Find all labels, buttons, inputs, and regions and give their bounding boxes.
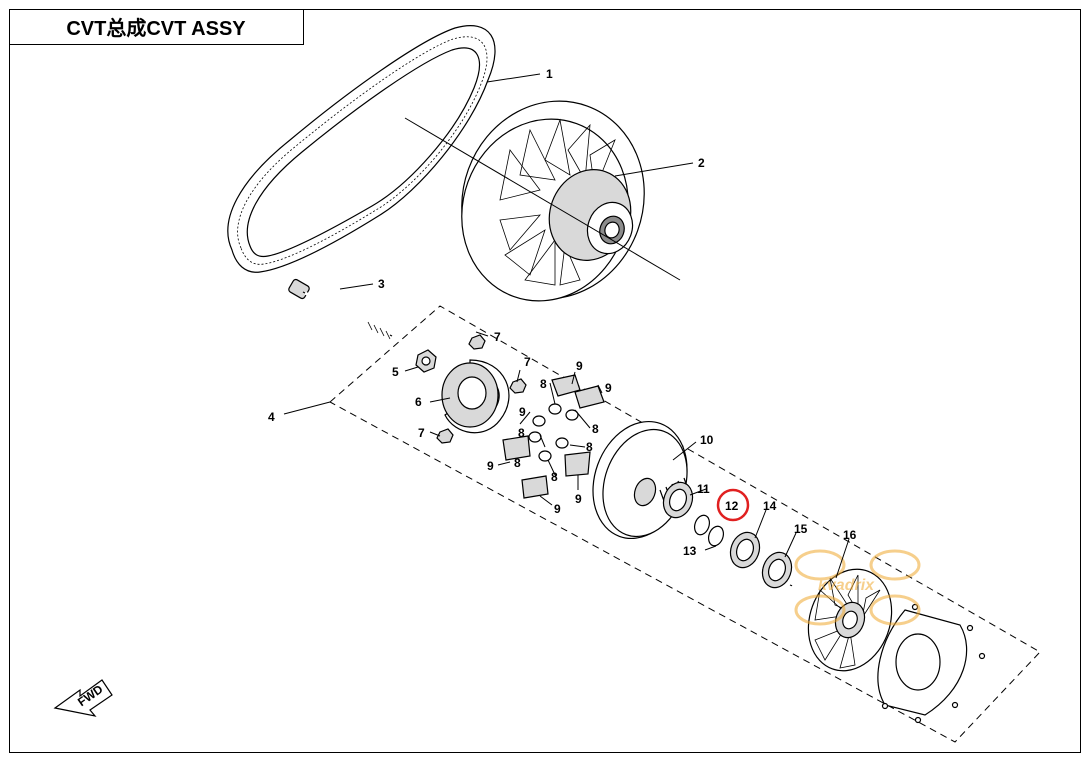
- callout-6[interactable]: 6: [415, 395, 422, 409]
- callout-8-e[interactable]: 8: [551, 470, 558, 484]
- center-bolt[interactable]: [288, 278, 393, 340]
- callout-9-b[interactable]: 9: [605, 381, 612, 395]
- spring[interactable]: [659, 477, 698, 522]
- highlight-circle: [716, 488, 750, 522]
- callout-16[interactable]: 16: [843, 528, 857, 542]
- drawing-title: CVT总成CVT ASSY: [66, 18, 246, 40]
- spider-plate[interactable]: [441, 359, 510, 434]
- callout-10[interactable]: 10: [700, 433, 714, 447]
- callout-5[interactable]: 5: [392, 365, 399, 379]
- callout-labels: 1 2 3 4 5 6 7 7 7 8 8 8 8 8 8 9 9 9 9 9 …: [268, 67, 857, 558]
- callout-9-a[interactable]: 9: [576, 359, 583, 373]
- callout-4[interactable]: 4: [268, 410, 275, 424]
- washer-12[interactable]: [692, 513, 712, 537]
- washer-13[interactable]: [706, 524, 726, 548]
- small-nut-mid[interactable]: [509, 378, 527, 394]
- small-nut-bottom[interactable]: [436, 428, 454, 444]
- nut[interactable]: [415, 349, 437, 373]
- callout-1[interactable]: 1: [546, 67, 553, 81]
- callout-8-d[interactable]: 8: [586, 440, 593, 454]
- drive-clutch-group-outline: [329, 305, 1041, 743]
- small-nut-top[interactable]: [468, 334, 486, 350]
- drawing-frame: [9, 9, 1081, 753]
- callout-11[interactable]: 11: [697, 482, 710, 496]
- callout-7-mid[interactable]: 7: [524, 355, 531, 369]
- callout-15[interactable]: 15: [794, 522, 808, 536]
- forward-arrow-icon: FWD: [53, 679, 113, 717]
- movable-sheave[interactable]: [577, 408, 703, 552]
- fixed-sheave[interactable]: [789, 557, 986, 724]
- callout-9-d[interactable]: 9: [519, 405, 526, 419]
- callout-14[interactable]: 14: [763, 499, 777, 513]
- watermark-logo: kvadrix: [794, 549, 921, 626]
- callout-7-bottom[interactable]: 7: [418, 426, 425, 440]
- bushing[interactable]: [726, 528, 765, 571]
- title-block: CVT总成CVT ASSY: [9, 9, 304, 45]
- callout-13[interactable]: 13: [683, 544, 697, 558]
- svg-text:kvadrix: kvadrix: [818, 577, 875, 594]
- callout-7-top[interactable]: 7: [494, 330, 501, 344]
- pulley-assembly[interactable]: [434, 75, 672, 325]
- callout-3[interactable]: 3: [378, 277, 385, 291]
- bearing[interactable]: [758, 548, 797, 591]
- leader-lines: [283, 73, 850, 579]
- callout-9-f[interactable]: 9: [554, 502, 561, 516]
- callout-12[interactable]: 12: [725, 499, 739, 513]
- callout-8-f[interactable]: 8: [514, 456, 521, 470]
- callout-8-b[interactable]: 8: [592, 422, 599, 436]
- callout-9-e[interactable]: 9: [575, 492, 582, 506]
- callout-9-c[interactable]: 9: [487, 459, 494, 473]
- callout-2[interactable]: 2: [698, 156, 705, 170]
- callout-8-a[interactable]: 8: [540, 377, 547, 391]
- callout-8-c[interactable]: 8: [518, 426, 525, 440]
- drive-belt[interactable]: [227, 25, 496, 273]
